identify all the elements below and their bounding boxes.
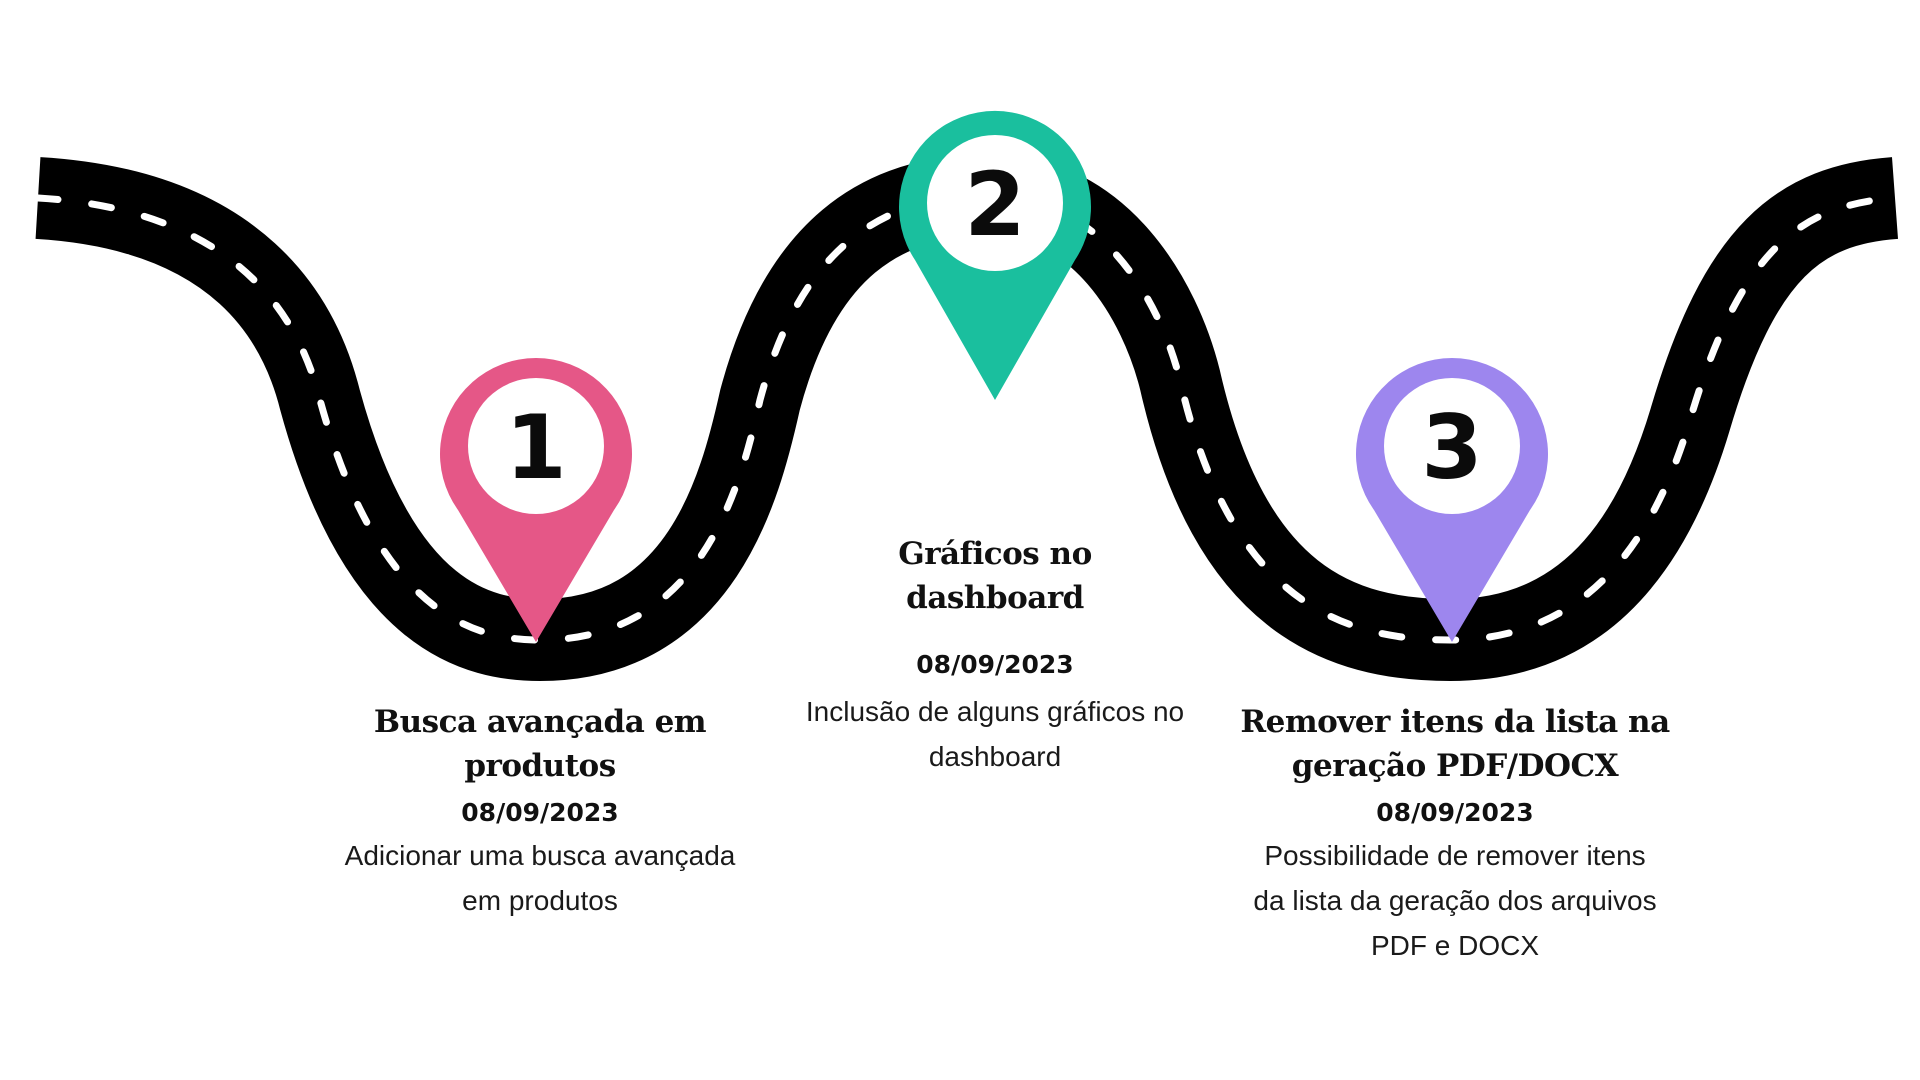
step-3-title-line-1: Remover itens da lista na <box>1240 704 1670 740</box>
step-2-title: Gráficos no dashboard <box>775 532 1215 620</box>
step-3-date: 08/09/2023 <box>1376 798 1534 828</box>
step-2-description-line-1: Inclusão de alguns gráficos no <box>805 696 1185 728</box>
pin-3-inner-circle <box>1384 378 1520 514</box>
location-pin-2: 2 <box>899 110 1092 401</box>
step-2-description-line-2: dashboard <box>928 740 1062 772</box>
pin-3-number: 3 <box>1421 396 1482 499</box>
step-2-title-line-2: dashboard <box>906 580 1084 617</box>
step-1-description: Adicionar uma busca avançada em produtos <box>320 834 760 924</box>
location-pin-1: 1 <box>440 358 632 642</box>
pin-2-number: 2 <box>964 153 1025 256</box>
step-3-title: Remover itens da lista na geração PDF/DO… <box>1225 700 1685 788</box>
step-3-description-line-1: Possibilidade de remover itens <box>1264 840 1646 872</box>
step-3-card: Remover itens da lista na geração PDF/DO… <box>1225 700 1685 968</box>
pin-1-number: 1 <box>505 396 566 499</box>
step-3-description: Possibilidade de remover itens da lista … <box>1225 834 1685 968</box>
step-3-description-line-2: da lista da geração dos arquivos <box>1253 884 1657 916</box>
step-3-description-line-3: PDF e DOCX <box>1370 929 1540 961</box>
step-1-card: Busca avançada em produtos 08/09/2023 Ad… <box>320 700 760 924</box>
pin-2-inner-circle <box>927 135 1063 271</box>
step-1-title-line-1: Busca avançada em <box>373 704 707 740</box>
location-pin-3: 3 <box>1356 358 1548 642</box>
step-2-description: Inclusão de alguns gráficos no dashboard <box>775 690 1215 780</box>
step-1-description-line-2: em produtos <box>462 884 618 916</box>
step-2-title-line-1: Gráficos no <box>898 536 1092 572</box>
step-1-title-line-2: produtos <box>464 748 616 785</box>
step-1-date: 08/09/2023 <box>461 798 619 828</box>
step-1-description-line-1: Adicionar uma busca avançada <box>344 840 736 872</box>
step-3-title-line-2: geração PDF/DOCX <box>1291 748 1619 785</box>
step-2-date: 08/09/2023 <box>916 650 1074 680</box>
step-2-card: Gráficos no dashboard 08/09/2023 Inclusã… <box>775 532 1215 780</box>
pin-1-inner-circle <box>468 378 604 514</box>
step-1-title: Busca avançada em produtos <box>320 700 760 788</box>
